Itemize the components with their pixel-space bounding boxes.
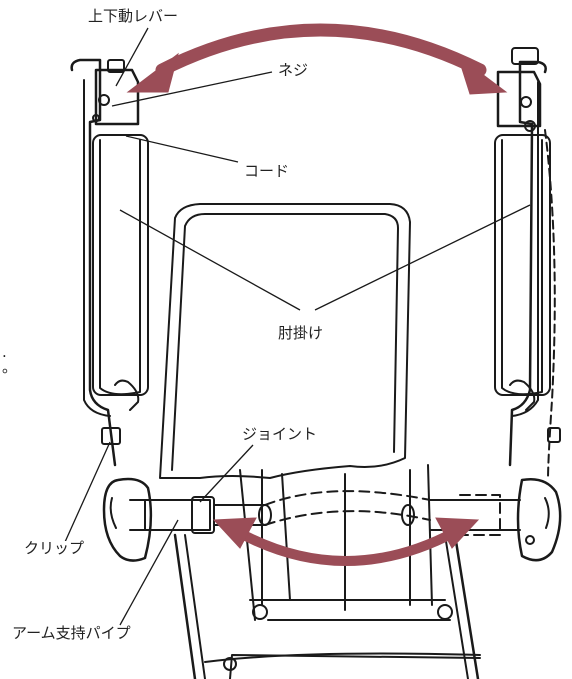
leader-clip bbox=[64, 441, 111, 543]
leader-joint bbox=[199, 444, 254, 503]
right-cord bbox=[544, 129, 556, 481]
leader-cord bbox=[125, 135, 239, 163]
backrest-panel bbox=[159, 203, 411, 479]
left-knob bbox=[102, 477, 153, 562]
label-joint: ジョイント bbox=[240, 425, 320, 443]
top-arrowhead-left bbox=[126, 52, 179, 93]
leader-armrest-right bbox=[314, 204, 531, 311]
leader-screw bbox=[111, 71, 273, 107]
edge-mark-period: 。 bbox=[0, 358, 20, 376]
label-cord: コード bbox=[242, 162, 292, 180]
bottom-rotation-arrow bbox=[233, 527, 460, 566]
edge-mark-dot: . bbox=[0, 343, 9, 361]
label-clip: クリップ bbox=[22, 539, 87, 557]
top-arrowhead-right bbox=[457, 54, 508, 95]
label-lever: 上下動レバー bbox=[86, 7, 181, 25]
leader-arm-pipe bbox=[119, 519, 179, 626]
label-screw: ネジ bbox=[276, 61, 311, 79]
backrest-inner bbox=[171, 213, 399, 471]
left-joint bbox=[191, 496, 215, 534]
top-rotation-arrow bbox=[155, 23, 487, 77]
leader-lever bbox=[115, 27, 149, 87]
left-clip bbox=[101, 427, 121, 445]
bottom-arrowhead-left bbox=[212, 517, 257, 549]
left-arm-pipe bbox=[129, 499, 211, 531]
right-clip bbox=[547, 427, 561, 443]
bottom-arrowhead-right bbox=[435, 517, 480, 549]
leader-armrest-left bbox=[119, 209, 301, 311]
left-lever bbox=[94, 68, 140, 126]
right-lever bbox=[496, 70, 542, 128]
right-knob bbox=[516, 478, 562, 562]
label-armrest: 肘掛け bbox=[276, 324, 326, 342]
label-arm-pipe: アーム支持パイプ bbox=[10, 624, 133, 642]
